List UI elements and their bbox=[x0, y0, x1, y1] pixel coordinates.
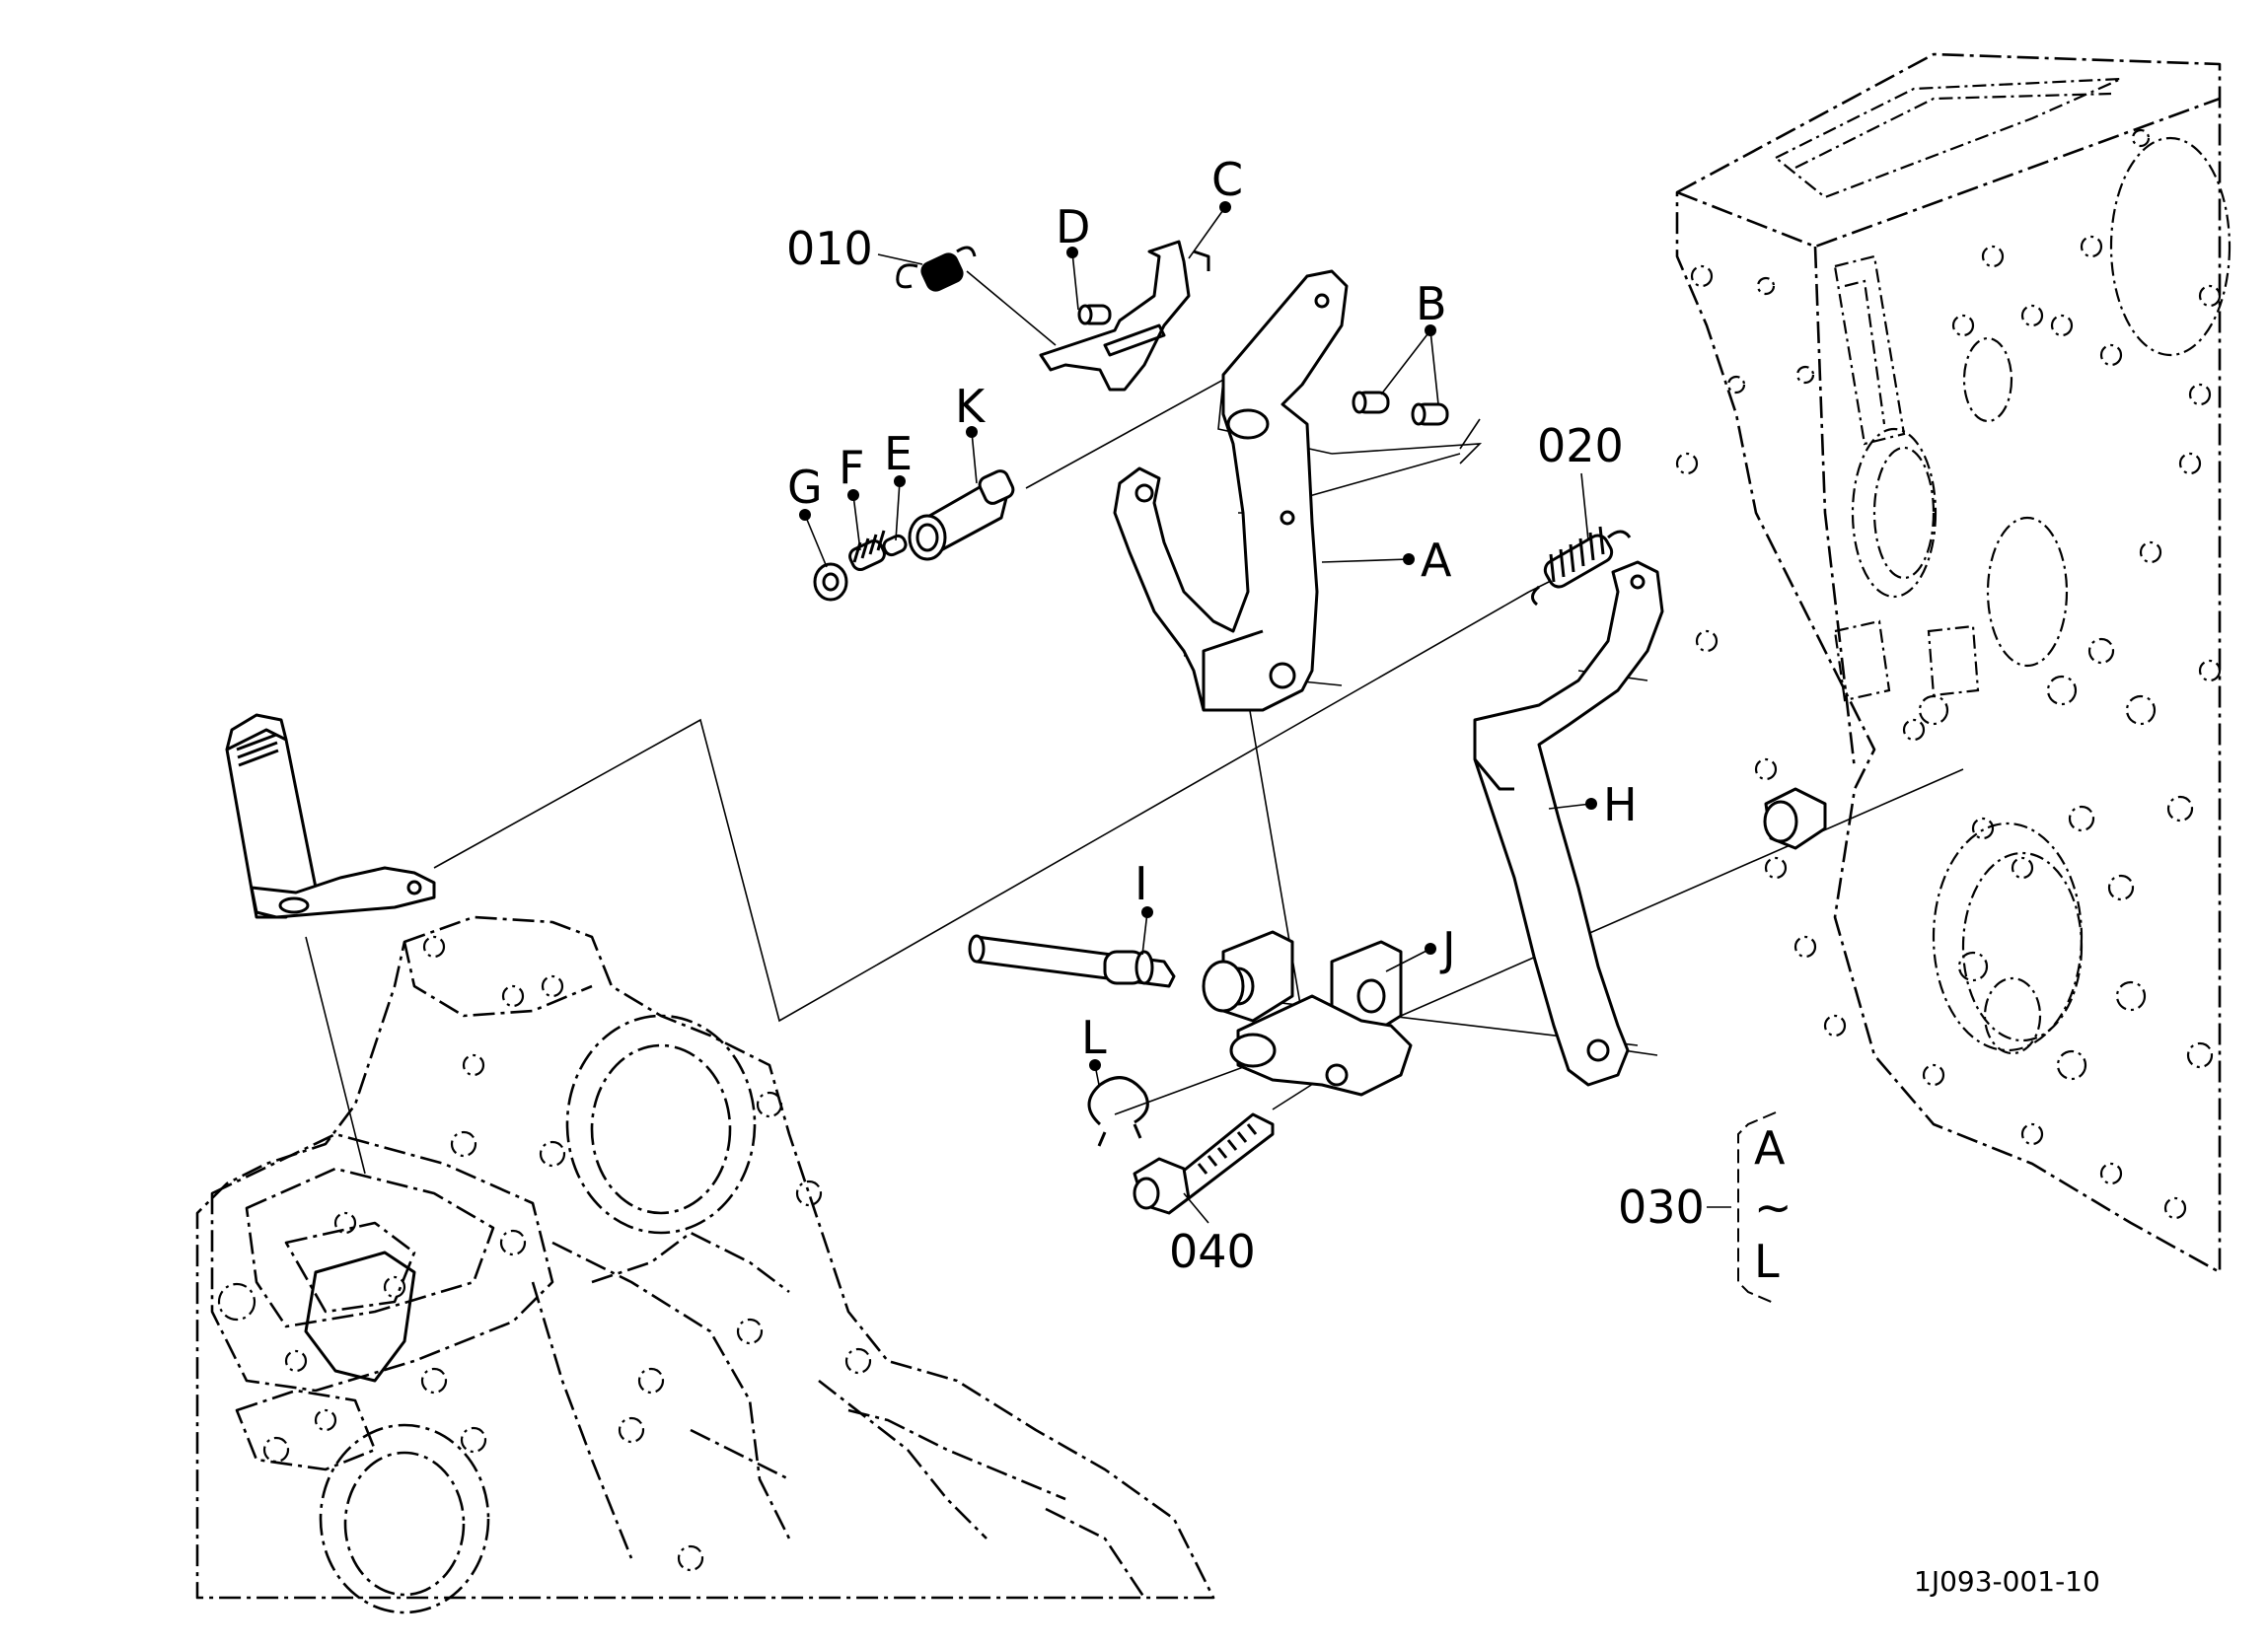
callout-b: B bbox=[1416, 277, 1447, 330]
range-to: L bbox=[1754, 1235, 1780, 1288]
callout-k: K bbox=[955, 380, 987, 433]
callout-e: E bbox=[884, 427, 913, 480]
range-from: A bbox=[1754, 1121, 1786, 1175]
spring-020 bbox=[1531, 526, 1632, 607]
gear-case-housing bbox=[195, 915, 1215, 1614]
lever-h bbox=[1473, 560, 1664, 1087]
pin-d bbox=[1077, 304, 1112, 325]
plug-g bbox=[813, 562, 848, 602]
callout-g: G bbox=[787, 461, 823, 514]
callout-l: L bbox=[1081, 1011, 1107, 1064]
spring-f bbox=[848, 530, 886, 572]
callout-d: D bbox=[1056, 200, 1090, 253]
ball-e bbox=[882, 534, 908, 557]
callout-j: J bbox=[1439, 922, 1456, 975]
pivot-shaft bbox=[225, 713, 436, 919]
callout-030: 030 bbox=[1618, 1181, 1705, 1234]
callout-leaders bbox=[799, 201, 1777, 1305]
callout-a: A bbox=[1421, 534, 1452, 587]
hub-j bbox=[1202, 930, 1413, 1097]
plate-c bbox=[1039, 240, 1210, 392]
fork-a bbox=[1113, 269, 1349, 712]
callout-040: 040 bbox=[1169, 1225, 1256, 1278]
drawing-code: 1J093-001-10 bbox=[1914, 1565, 2100, 1598]
pins-b bbox=[1352, 391, 1449, 426]
range-tilde: ~ bbox=[1754, 1181, 1792, 1234]
callout-020: 020 bbox=[1537, 419, 1624, 472]
bolt-040 bbox=[1133, 1112, 1275, 1215]
callout-h: H bbox=[1603, 778, 1638, 831]
callout-i: I bbox=[1134, 857, 1148, 910]
spring-010 bbox=[896, 246, 977, 292]
shaft-i bbox=[968, 934, 1176, 988]
callout-c: C bbox=[1211, 153, 1243, 206]
engine-block-housing bbox=[1675, 52, 2231, 1274]
callout-010: 010 bbox=[786, 222, 873, 275]
bushing bbox=[1763, 787, 1827, 850]
circlip-l bbox=[1087, 1076, 1149, 1147]
assembly-lines bbox=[305, 270, 1964, 1175]
plunger-k bbox=[908, 469, 1015, 561]
callout-f: F bbox=[839, 441, 864, 494]
